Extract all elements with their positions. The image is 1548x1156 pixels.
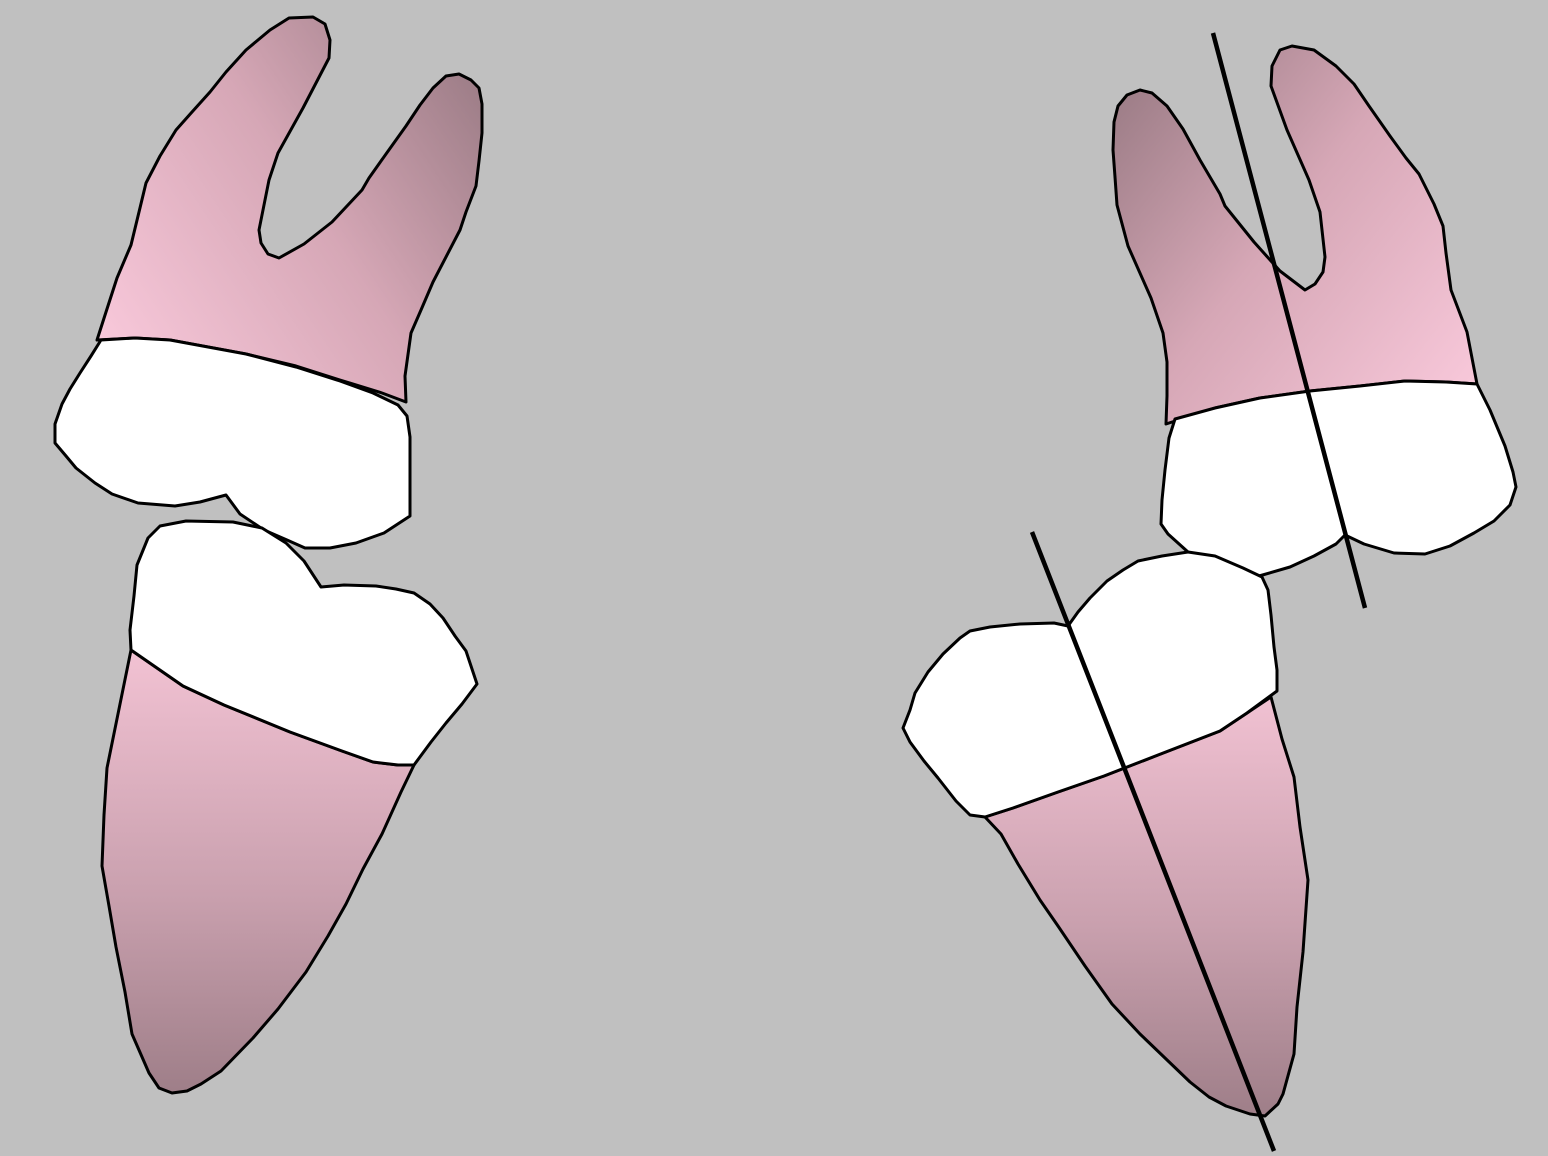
diagram-canvas <box>0 0 1548 1156</box>
teeth-diagram <box>0 0 1548 1156</box>
